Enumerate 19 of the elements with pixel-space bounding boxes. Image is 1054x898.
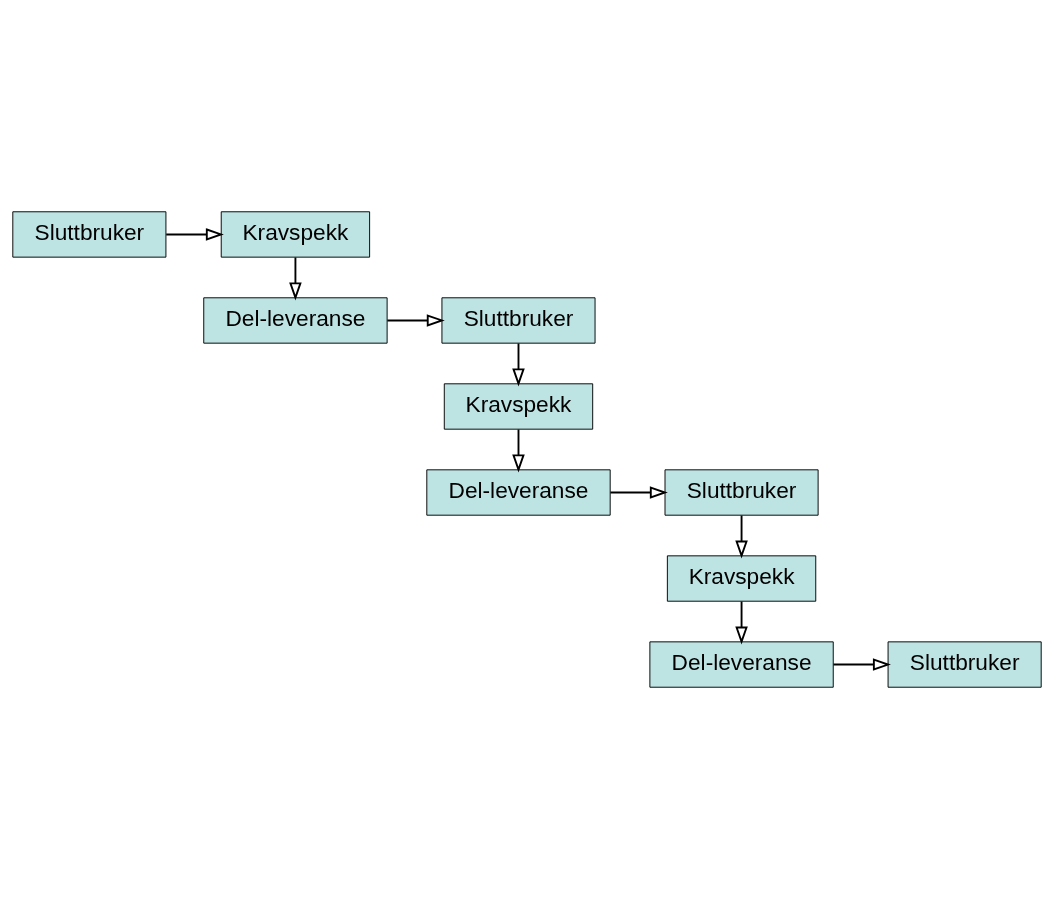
arrow (512, 342, 525, 386)
node-box: Kravspekk (443, 382, 594, 430)
node-box: Del-leveranse (649, 640, 834, 688)
arrow (289, 256, 302, 300)
node-box: Sluttbruker (887, 640, 1042, 688)
node-box: Sluttbruker (12, 210, 167, 258)
arrow (609, 485, 668, 499)
arrow (735, 514, 748, 558)
arrow (735, 600, 748, 644)
arrow (512, 428, 525, 472)
arrow (832, 657, 891, 671)
arrow (165, 227, 224, 241)
node-box: Del-leveranse (203, 296, 388, 344)
node-box: Sluttbruker (664, 468, 819, 516)
node-box: Kravspekk (220, 210, 371, 258)
node-box: Kravspekk (666, 554, 817, 602)
arrow (386, 313, 445, 327)
node-box: Del-leveranse (426, 468, 611, 516)
node-box: Sluttbruker (441, 296, 596, 344)
